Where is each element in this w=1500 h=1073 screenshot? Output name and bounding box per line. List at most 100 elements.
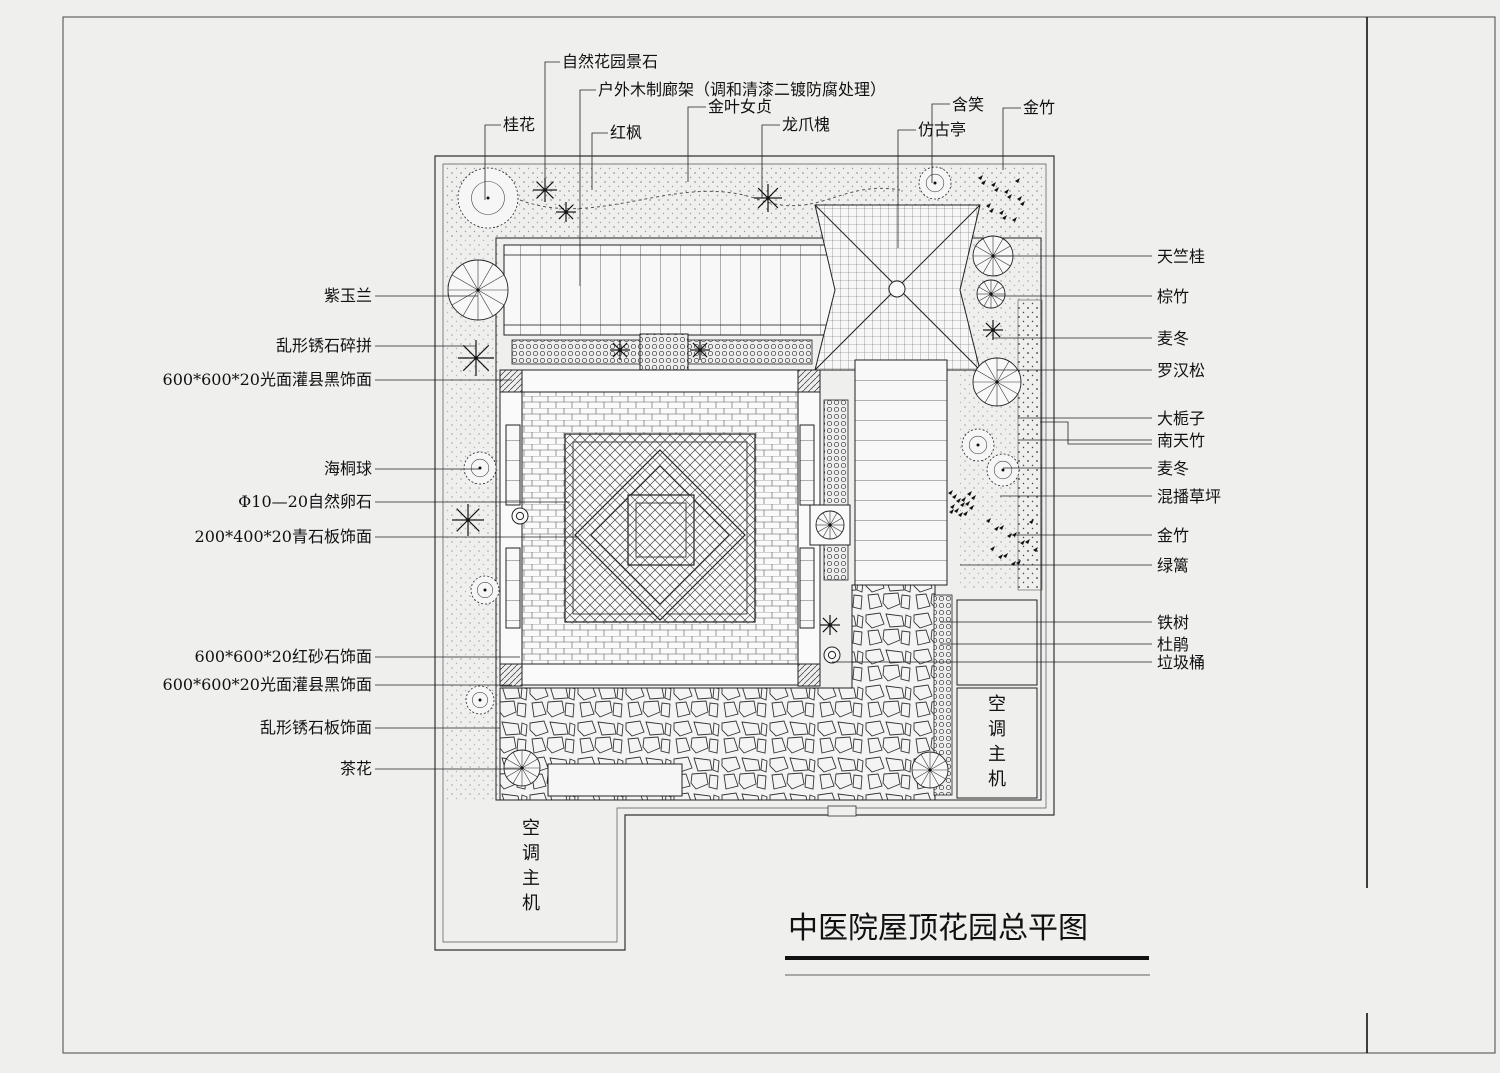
pavilion (814, 204, 981, 371)
planter-box (547, 763, 683, 797)
stone-paving (499, 584, 936, 801)
plant-symbols (447, 166, 1038, 789)
plant-symbol-icon (470, 575, 500, 605)
callout-text: Φ10—20自然卵石 (238, 492, 372, 511)
plaza-diamond-inner (590, 465, 730, 605)
roof-outline-inner (442, 163, 1047, 943)
callout-text: 金竹 (1023, 98, 1055, 117)
callout-label: 含笑 (931, 95, 984, 183)
callout-text: 天竺桂 (1157, 247, 1205, 266)
bench-right-bottom (799, 547, 815, 629)
callout-text: 紫玉兰 (324, 286, 372, 305)
callout-text: 龙爪槐 (782, 115, 830, 134)
plant-symbol-icon (911, 751, 949, 789)
plant-symbol-icon (447, 259, 509, 321)
callout-label: 麦冬 (993, 329, 1189, 348)
plant-symbol-icon (961, 428, 995, 462)
callout-label: 600*600*20光面灌县黑饰面 (163, 370, 512, 389)
pebble-strip-right (823, 399, 849, 581)
plant-symbol-icon (823, 646, 841, 664)
callout-text: 仿古亭 (918, 120, 966, 139)
callout-text: 棕竹 (1157, 287, 1189, 306)
callout-text: 600*600*20红砂石饰面 (195, 647, 372, 666)
drawing-title: 中医院屋顶花园总平图 (788, 911, 1088, 946)
planting-bed-curve (519, 188, 901, 210)
plant-symbol-icon (820, 615, 840, 635)
ac-unit-box (956, 687, 1038, 799)
bench-right-top (799, 424, 815, 506)
plant-symbol-icon (556, 202, 576, 222)
ac-char: 调 (988, 719, 1006, 740)
callout-label: 海桐球 (324, 459, 480, 478)
callout-label: 紫玉兰 (324, 286, 478, 305)
callout-text: 乱形锈石碎拼 (276, 336, 372, 355)
ac-char: 空 (522, 818, 540, 839)
ac-char: 机 (988, 769, 1006, 790)
roof-outline (434, 155, 1055, 951)
callout-text: 茶花 (340, 759, 372, 778)
callout-text: 麦冬 (1157, 459, 1189, 478)
callout-text: 600*600*20光面灌县黑饰面 (163, 675, 372, 694)
callout-label: 南天竹 (1018, 431, 1205, 450)
parapet-gap (827, 805, 857, 817)
pergola-top (503, 244, 837, 336)
callout-label: 金竹 (1002, 98, 1055, 170)
corner-black-tile (499, 663, 523, 687)
plant-symbol-icon (458, 340, 494, 376)
callout-label: 大栀子 (1018, 409, 1205, 428)
plant-symbol-icon (986, 453, 1020, 487)
ac-char: 主 (988, 744, 1006, 765)
plaza-center-inner (635, 502, 687, 558)
callout-text: 含笑 (952, 95, 984, 114)
callout-label: 金竹 (1010, 526, 1189, 545)
corner-black-tile (797, 663, 821, 687)
ac-char: 机 (522, 893, 540, 914)
pergola-right (854, 359, 948, 586)
ac-char: 空 (988, 694, 1006, 715)
callout-text: 罗汉松 (1157, 361, 1205, 380)
callout-label: 600*600*20光面灌县黑饰面 (163, 675, 512, 694)
hedge (933, 594, 953, 796)
pebble-feature (639, 333, 689, 371)
plaza-center (627, 494, 695, 566)
callout-text: 铁树 (1157, 613, 1189, 632)
callout-text: 红枫 (610, 123, 642, 142)
ac-unit-label-left: 空 调 主 机 (522, 818, 540, 914)
ac-char: 主 (522, 868, 540, 889)
callout-text: 金叶女贞 (708, 97, 772, 116)
callout-label: 绿篱 (960, 556, 1189, 575)
plant-symbol-icon (463, 451, 497, 485)
callout-label: 杜鹃 (940, 635, 1189, 654)
callout-text: 南天竹 (1157, 431, 1205, 450)
corner-black-tile (797, 369, 821, 393)
callout-text: 桂花 (503, 115, 535, 134)
plant-symbol-icon (533, 178, 557, 202)
callout-label: 600*600*20红砂石饰面 (195, 647, 520, 666)
plant-symbol-icon (815, 510, 845, 540)
plant-symbol-icon (503, 749, 541, 787)
ac-unit-label-right: 空 调 主 机 (988, 694, 1006, 790)
ac-unit-box (956, 599, 1038, 686)
callout-label: 茶花 (340, 759, 522, 778)
sheet-border (62, 16, 1496, 1054)
callout-label: 金叶女贞 (687, 97, 772, 182)
callout-text: 杜鹃 (1157, 635, 1189, 654)
plant-symbol-icon (976, 279, 1006, 309)
plant-symbol-icon (948, 490, 976, 517)
callout-label: 乱形锈石碎拼 (276, 336, 476, 355)
callout-label: 罗汉松 (997, 361, 1205, 380)
corner-black-tile (499, 369, 523, 393)
bench-left-bottom (505, 547, 521, 629)
callout-text: 自然花园景石 (562, 52, 658, 71)
ac-char: 调 (522, 843, 540, 864)
callout-label: Φ10—20自然卵石 (238, 492, 570, 511)
callout-text: 垃圾桶 (1157, 653, 1205, 672)
callout-text: 600*600*20光面灌县黑饰面 (163, 370, 372, 389)
plant-symbol-icon (918, 166, 952, 200)
bench-left-top (505, 424, 521, 506)
callout-text: 大栀子 (1157, 409, 1205, 428)
plant-symbol-icon (511, 507, 529, 525)
callout-label: 龙爪槐 (761, 115, 830, 198)
